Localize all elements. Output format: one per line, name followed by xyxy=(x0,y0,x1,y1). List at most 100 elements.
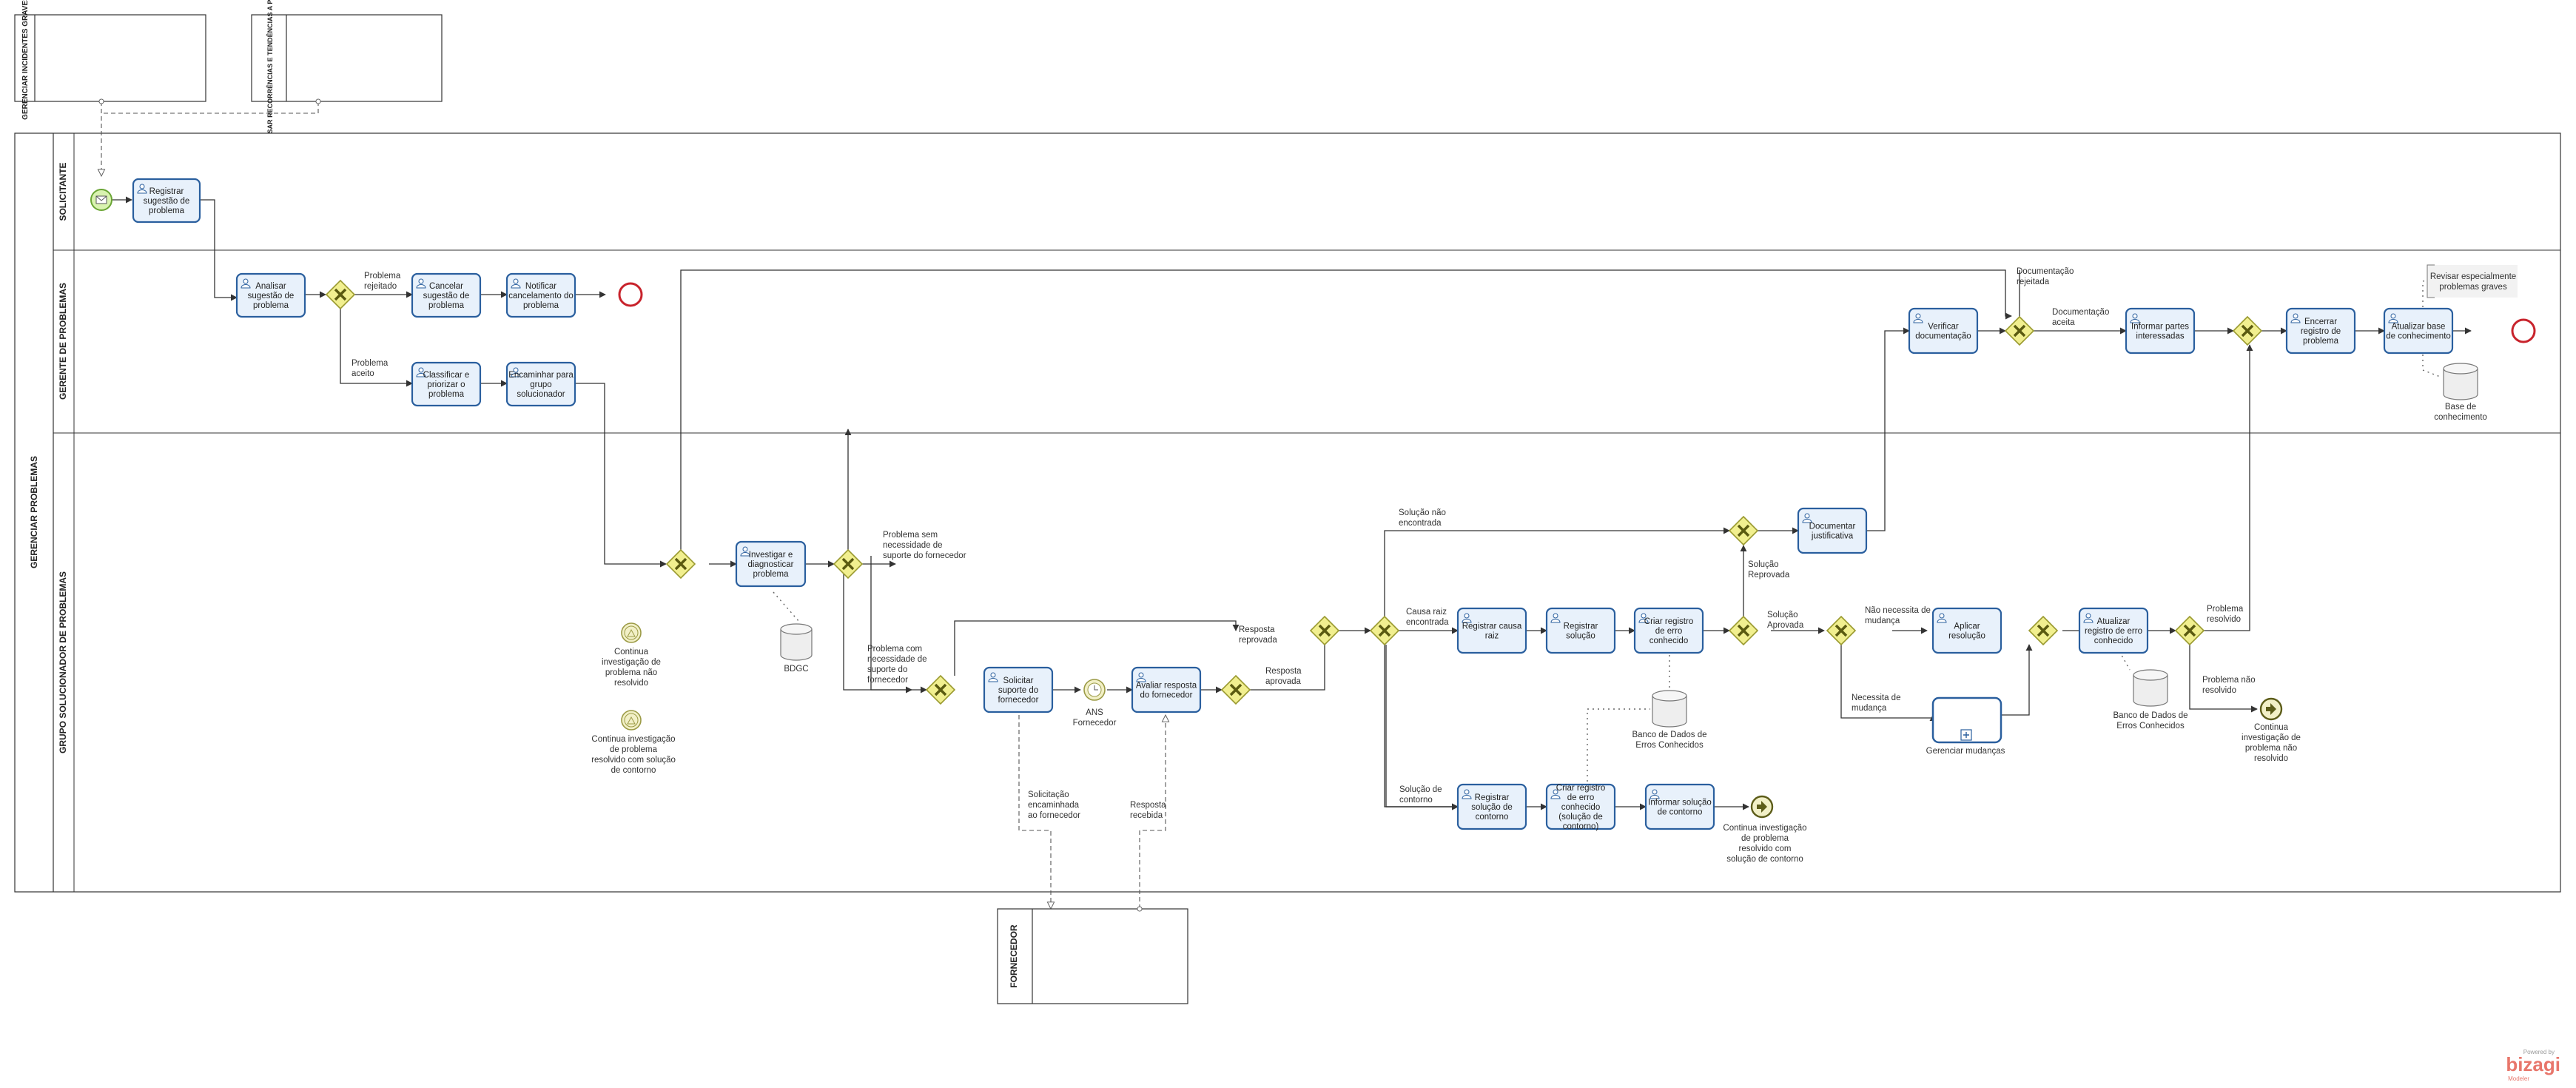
datastore-banco-erros-1 xyxy=(1652,690,1687,728)
lane-label-grupo: GRUPO SOLUCIONADOR DE PROBLEMAS xyxy=(58,571,68,753)
pool-gerenciar-incidentes: GERENCIAR INCIDENTES GRAVES xyxy=(14,0,206,120)
pool-fornecedor: FORNECEDOR xyxy=(997,908,1188,1004)
end-event-final[interactable] xyxy=(2511,318,2536,343)
associations xyxy=(773,277,2443,787)
lane-label-gerente: GERENTE DE PROBLEMAS xyxy=(58,283,68,400)
pool-label-incidentes: GERENCIAR INCIDENTES GRAVES xyxy=(21,0,30,120)
pool-label-fornecedor: FORNECEDOR xyxy=(1009,924,1019,988)
end-event-link-nao-resolvido[interactable] xyxy=(2259,697,2283,721)
brand-name: bizagi xyxy=(2506,1053,2560,1075)
pool-label-recorrencias: ANALISAR RECORRÊNCIAS E TENDÊNCIAS A PRO… xyxy=(266,0,274,154)
datastore-banco-erros-2 xyxy=(2133,669,2168,707)
datastore-bdgc xyxy=(780,623,813,661)
message-flows xyxy=(101,98,1166,909)
subprocess-gerenciar-mudancas[interactable] xyxy=(1931,696,2002,744)
end-event-cancelado[interactable] xyxy=(618,282,643,307)
label-gerenciar-mudancas: Gerenciar mudanças xyxy=(1926,747,2005,756)
end-event-link-contorno[interactable] xyxy=(1750,795,1774,819)
pool-label-main: GERENCIAR PROBLEMAS xyxy=(29,456,39,568)
timer-event-ans[interactable] xyxy=(1083,679,1106,701)
sequence-flows xyxy=(110,196,2472,810)
bizagi-logo: Powered by bizagi Modeler xyxy=(2506,1049,2560,1082)
brand-powered: Powered by xyxy=(2523,1049,2555,1055)
label-bdgc: BDGC xyxy=(784,665,808,674)
intermediate-event-continua-1[interactable] xyxy=(621,622,642,643)
lane-label-solicitante: SOLICITANTE xyxy=(58,162,68,221)
pool-analisar-recorrencias: ANALISAR RECORRÊNCIAS E TENDÊNCIAS A PRO… xyxy=(251,0,443,154)
annotation-revisar xyxy=(2427,264,2518,298)
start-event-message[interactable] xyxy=(90,189,112,211)
intermediate-event-continua-2[interactable] xyxy=(621,710,642,731)
